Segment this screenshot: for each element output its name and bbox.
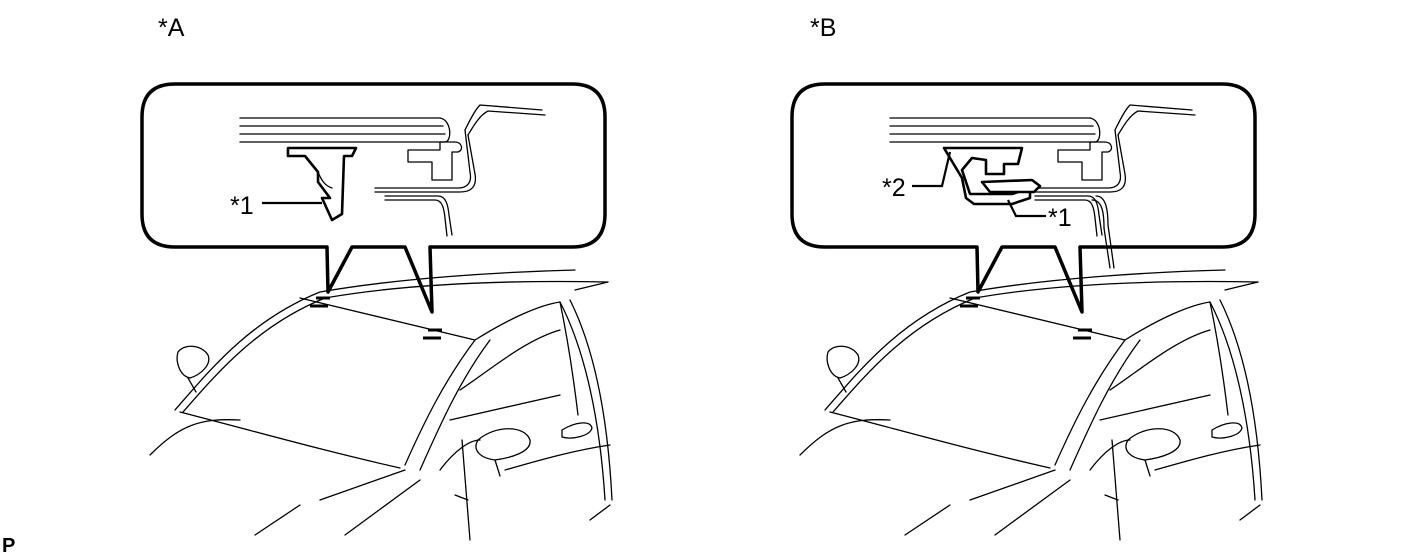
corner-code: P: [2, 535, 15, 557]
callout-balloon-a: [140, 82, 607, 314]
view-a-label: *A: [158, 14, 185, 42]
view-b-label: *B: [810, 14, 836, 42]
car-view-a: [148, 268, 614, 542]
callout-b-2: *2: [882, 174, 906, 202]
clip-part-b2: [942, 146, 1032, 206]
clip-part-a: [286, 146, 358, 222]
clip-part-b1: [980, 178, 1042, 194]
callout-b-1: *1: [1048, 204, 1072, 232]
car-view-b: [798, 268, 1264, 542]
callout-a-1: *1: [230, 192, 254, 220]
leader-b-1: [1007, 199, 1046, 218]
leader-b-2: [912, 151, 952, 188]
